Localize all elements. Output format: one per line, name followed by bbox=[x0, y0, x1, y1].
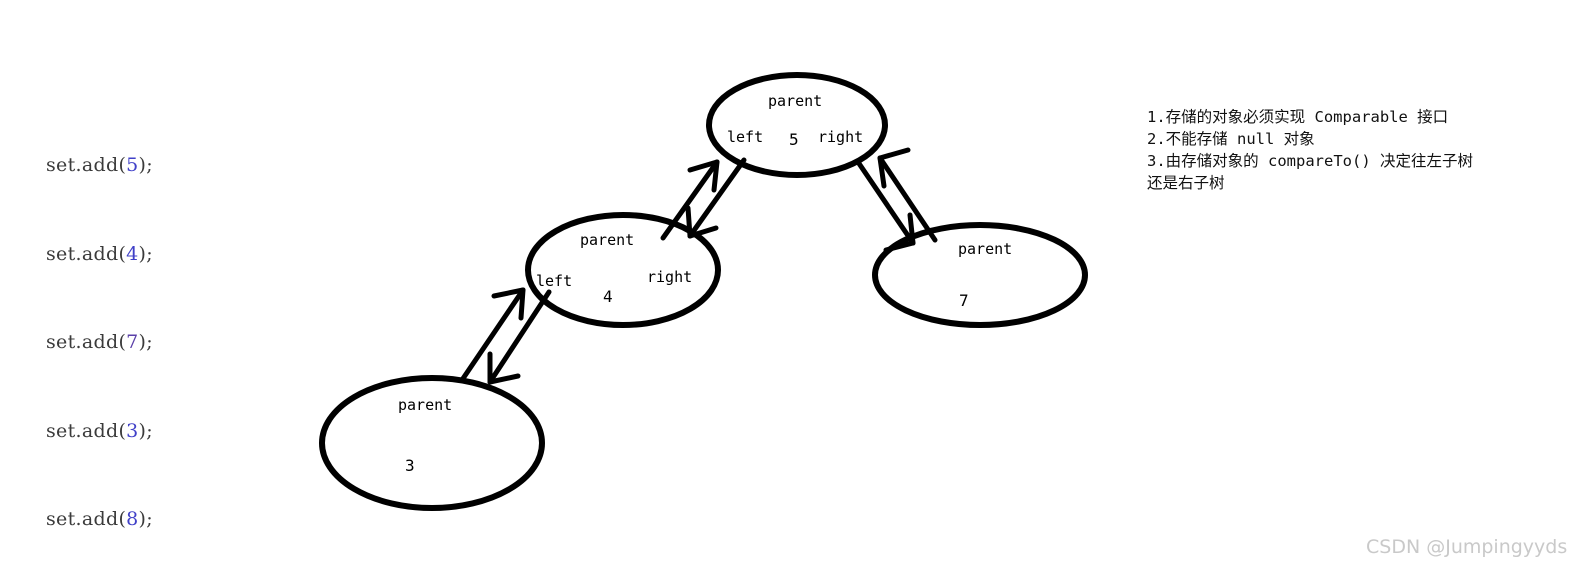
code-close-paren: ) bbox=[138, 331, 147, 353]
code-close-paren: ) bbox=[138, 508, 147, 530]
code-open-paren: ( bbox=[118, 154, 127, 176]
node-4-value: 4 bbox=[603, 287, 613, 306]
watermark: CSDN @Jumpingyyds bbox=[1366, 536, 1568, 558]
node-3-ellipse bbox=[319, 375, 545, 511]
node-7-value: 7 bbox=[959, 291, 969, 310]
code-close-paren: ) bbox=[138, 242, 147, 265]
annotation-text: 1.存储的对象必须实现 Comparable 接口 2.不能存储 null 对象… bbox=[1147, 106, 1473, 194]
code-value: 3 bbox=[126, 419, 139, 442]
code-snippet: set.add(5); set.add(4); set.add(7); set.… bbox=[46, 92, 153, 578]
code-prefix: set.add bbox=[46, 242, 119, 265]
node-5-left-label: left bbox=[727, 128, 764, 146]
code-close-paren: ) bbox=[138, 419, 147, 442]
annotation-line: 3.由存储对象的 compareTo() 决定往左子树 bbox=[1147, 152, 1473, 170]
code-line: set.add(4); bbox=[46, 240, 153, 270]
code-open-paren: ( bbox=[118, 508, 127, 530]
code-value: 7 bbox=[126, 331, 139, 353]
node-5-right-label: right bbox=[818, 128, 864, 146]
code-line: set.add(5); bbox=[46, 151, 153, 181]
code-value: 5 bbox=[126, 154, 139, 176]
annotation-line: 还是右子树 bbox=[1147, 174, 1225, 192]
code-line: set.add(3); bbox=[46, 417, 153, 447]
node-7-parent-label: parent bbox=[958, 240, 1013, 258]
code-semicolon: ; bbox=[146, 508, 153, 530]
node-5-parent-label: parent bbox=[768, 92, 823, 110]
code-line: set.add(7); bbox=[46, 328, 153, 358]
code-value: 8 bbox=[126, 508, 139, 530]
annotation-line: 1.存储的对象必须实现 Comparable 接口 bbox=[1147, 108, 1449, 126]
node-5-value: 5 bbox=[789, 130, 799, 149]
code-value: 4 bbox=[126, 242, 139, 265]
code-semicolon: ; bbox=[146, 154, 153, 176]
node-4-ellipse bbox=[525, 212, 721, 328]
code-close-paren: ) bbox=[138, 154, 147, 176]
node-3-parent-label: parent bbox=[398, 396, 453, 414]
code-prefix: set.add bbox=[46, 508, 119, 530]
node-5-ellipse bbox=[706, 72, 888, 178]
node-7-ellipse bbox=[872, 222, 1088, 328]
node-4-parent-label: parent bbox=[580, 231, 635, 249]
node-4-right-label: right bbox=[647, 268, 693, 286]
edge-4-3 bbox=[459, 287, 552, 385]
node-4-left-label: left bbox=[536, 272, 573, 290]
node-3-value: 3 bbox=[405, 456, 415, 475]
code-open-paren: ( bbox=[118, 331, 127, 353]
code-semicolon: ; bbox=[146, 419, 153, 442]
code-prefix: set.add bbox=[46, 154, 119, 176]
code-semicolon: ; bbox=[146, 331, 153, 353]
code-prefix: set.add bbox=[46, 331, 119, 353]
code-open-paren: ( bbox=[118, 242, 127, 265]
code-prefix: set.add bbox=[46, 419, 119, 442]
code-line: set.add(8); bbox=[46, 505, 153, 535]
code-open-paren: ( bbox=[118, 419, 127, 442]
code-semicolon: ; bbox=[146, 242, 153, 265]
annotation-line: 2.不能存储 null 对象 bbox=[1147, 130, 1315, 148]
